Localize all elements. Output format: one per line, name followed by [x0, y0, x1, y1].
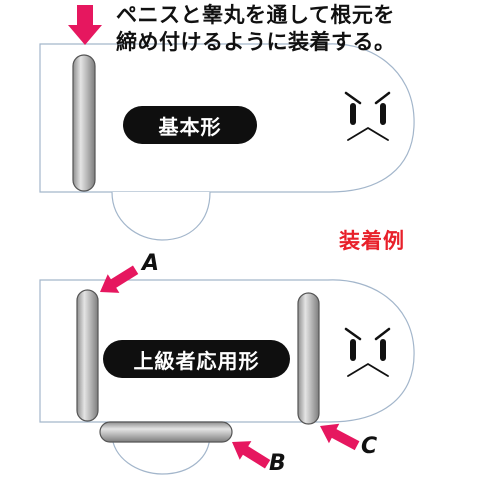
advanced-face	[344, 327, 391, 377]
basic-face	[344, 91, 391, 141]
ring-marker-b: B	[269, 451, 286, 476]
ring-c	[297, 292, 320, 425]
ring-marker-a: A	[142, 251, 160, 276]
basic-ring	[72, 54, 96, 192]
arrow-a-icon	[100, 265, 139, 293]
example-label: 装着例	[339, 229, 405, 253]
advanced-label: 上級者応用形	[103, 340, 290, 378]
arrow-c-icon	[320, 423, 360, 451]
basic-scrotum-outline	[111, 191, 211, 241]
instruction-line-2: 締め付けるように装着する。	[116, 30, 396, 54]
instruction-line-1: ペニスと睾丸を通して根元を	[116, 3, 395, 27]
advanced-scrotum-outline	[111, 433, 211, 475]
ring-b	[99, 421, 233, 443]
basic-label: 基本形	[123, 106, 257, 144]
ring-marker-c: C	[361, 434, 378, 459]
arrow-b-icon	[232, 441, 271, 469]
ring-a	[76, 289, 99, 422]
arrow-down-icon	[68, 5, 102, 45]
